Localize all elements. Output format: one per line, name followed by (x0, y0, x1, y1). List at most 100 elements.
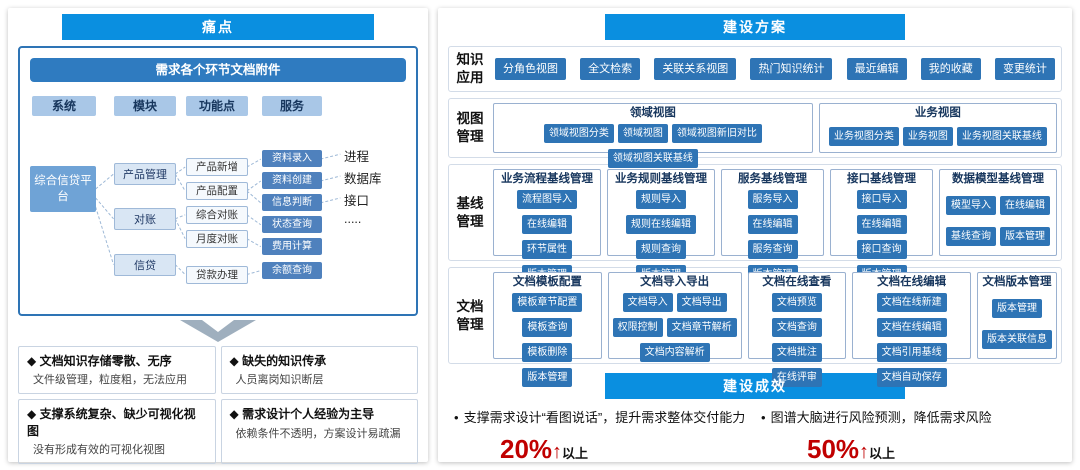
feature-button[interactable]: 文档引用基线 (876, 343, 947, 363)
feature-button[interactable]: 文档批注 (771, 343, 822, 363)
result-text: 支撑需求设计“看图说话”，提升需求整体交付能力 (463, 410, 746, 426)
group-title: 文档在线编辑 (877, 276, 947, 289)
pain-point-card: ◆ 支撑系统复杂、缺少可视化视图 没有形成有效的可视化视图 (18, 399, 216, 465)
feature-button[interactable]: 业务视图关联基线 (956, 127, 1047, 147)
feature-button[interactable]: 接口导入 (856, 190, 907, 210)
feature-button[interactable]: 业务视图分类 (828, 127, 899, 147)
pain-point-desc: 没有形成有效的可视化视图 (33, 443, 165, 456)
feature-button[interactable]: 领域视图关联基线 (607, 149, 698, 169)
feature-button[interactable]: 版本管理 (992, 299, 1042, 319)
feature-button[interactable]: 规则查询 (636, 240, 686, 260)
feature-button[interactable]: 模型导入 (946, 196, 996, 216)
feature-button[interactable]: 文档导入 (622, 293, 673, 313)
group-title: 文档在线查看 (762, 276, 832, 289)
row-baseline-management: 基线管理 业务流程基线管理 流程图导入在线编辑环节属性版本管理 业务规则基线管理… (448, 164, 1062, 285)
feature-button[interactable]: 业务视图 (902, 127, 953, 147)
feature-button[interactable]: 文档预览 (771, 293, 822, 313)
feature-button[interactable]: 模板章节配置 (512, 293, 583, 313)
result-item: •支撑需求设计“看图说话”，提升需求整体交付能力 20%↑以上 (448, 409, 755, 464)
pain-point-card: ◆ 缺失的知识传承 人员离岗知识断层 (220, 346, 418, 395)
feature-button[interactable]: 在线编辑 (522, 215, 572, 235)
feature-button[interactable]: 关联关系视图 (654, 57, 737, 81)
feature-button[interactable]: 版本关联信息 (982, 330, 1052, 350)
node-module-product: 产品管理 (114, 163, 176, 185)
knowledge-application-buttons: 分角色视图全文检索关联关系视图热门知识统计最近编辑我的收藏变更统计 (493, 51, 1057, 87)
column-header-service: 服务 (262, 96, 322, 116)
pain-points-header: 痛点 (62, 14, 374, 40)
down-arrow-icon (180, 320, 256, 342)
feature-button[interactable]: 版本管理 (522, 368, 573, 388)
feature-button[interactable]: 在线编辑 (1000, 196, 1050, 216)
feature-button[interactable]: 环节属性 (522, 240, 572, 260)
feature-button[interactable]: 文档自动保存 (876, 368, 947, 388)
node-service: 费用计算 (262, 238, 322, 255)
feature-button[interactable]: 分角色视图 (495, 57, 566, 81)
node-function: 产品新增 (186, 158, 248, 176)
group-title: 业务规则基线管理 (615, 173, 707, 186)
row-knowledge-application: 知识应用 分角色视图全文检索关联关系视图热门知识统计最近编辑我的收藏变更统计 (448, 46, 1062, 93)
pain-point-title: ◆ 文档知识存储零散、无序 (27, 354, 172, 368)
node-function: 月度对账 (186, 230, 248, 248)
group-title: 服务基线管理 (738, 173, 807, 186)
results-section: •支撑需求设计“看图说话”，提升需求整体交付能力 20%↑以上 •图谱大脑进行风… (448, 405, 1062, 464)
feature-button[interactable]: 热门知识统计 (750, 57, 833, 81)
node-service: 资料录入 (262, 150, 322, 167)
bullet-dot: • (454, 410, 459, 426)
feature-button[interactable]: 流程图导入 (517, 190, 577, 210)
feature-button[interactable]: 我的收藏 (920, 57, 981, 81)
feature-button[interactable]: 在线编辑 (856, 215, 907, 235)
group-doc-online-edit: 文档在线编辑 文档在线新建文档在线编辑文档引用基线文档自动保存 (852, 272, 971, 388)
result-text: 图谱大脑进行风险预测，降低需求风险 (770, 410, 992, 426)
feature-button[interactable]: 文档导出 (676, 293, 727, 313)
feature-button[interactable]: 版本管理 (1000, 227, 1050, 247)
result-item: •图谱大脑进行风险预测，降低需求风险 50%↑以上 (755, 409, 1062, 464)
row-view-management: 视图管理 领域视图 领域视图分类领域视图领域视图新旧对比领域视图关联基线 业务视… (448, 98, 1062, 169)
group-title: 业务流程基线管理 (501, 173, 593, 186)
node-service: 资料创建 (262, 172, 322, 189)
group-doc-version-mgmt: 文档版本管理 版本管理版本关联信息 (977, 272, 1057, 360)
feature-button[interactable]: 模板删除 (522, 343, 573, 363)
requirements-diagram: 需求各个环节文档附件 系统 模块 功能点 服务 综合信贷平台 产品管理 对账 信… (18, 46, 418, 316)
pain-points-panel: 痛点 需求各个环节文档附件 系统 模块 功能点 服务 综合信贷平台 产品管理 对… (8, 8, 428, 465)
node-service: 余额查询 (262, 262, 322, 279)
feature-button[interactable]: 全文检索 (580, 57, 641, 81)
node-function: 产品配置 (186, 182, 248, 200)
row-label-baseline-management: 基线管理 (456, 195, 484, 229)
feature-button[interactable]: 文档内容解析 (639, 343, 710, 363)
pain-point-card: ◆ 文档知识存储零散、无序 文件级管理，粒度粗，无法应用 (18, 346, 216, 395)
column-header-module: 模块 (114, 96, 176, 116)
feature-button[interactable]: 文档在线新建 (876, 293, 947, 313)
group-title: 数据模型基线管理 (952, 173, 1044, 186)
row-label-view-management: 视图管理 (456, 111, 484, 145)
metric-suffix: 以上 (562, 445, 589, 461)
feature-button[interactable]: 领域视图 (617, 124, 668, 144)
runtime-label-interface: 接口 (344, 194, 370, 208)
result-metric: 50%↑以上 (807, 434, 1056, 465)
pain-point-desc: 文件级管理，粒度粗，无法应用 (33, 374, 187, 387)
feature-button[interactable]: 文档查询 (771, 318, 822, 338)
group-title: 领域视图 (629, 107, 676, 120)
feature-button[interactable]: 权限控制 (612, 318, 663, 338)
row-document-management: 文档管理 文档模板配置 模板章节配置模板查询模板删除版本管理 文档导入导出 文档… (448, 267, 1062, 388)
node-service: 状态查询 (262, 216, 322, 233)
feature-button[interactable]: 在线编辑 (747, 215, 798, 235)
metric-value: 20% (500, 433, 553, 464)
feature-button[interactable]: 领域视图新旧对比 (671, 124, 762, 144)
feature-button[interactable]: 领域视图分类 (543, 124, 614, 144)
feature-button[interactable]: 规则导入 (636, 190, 686, 210)
up-arrow-icon: ↑ (552, 440, 563, 463)
feature-button[interactable]: 服务查询 (747, 240, 798, 260)
feature-button[interactable]: 模板查询 (522, 318, 573, 338)
solution-header: 建设方案 (605, 14, 905, 40)
feature-button[interactable]: 最近编辑 (846, 57, 907, 81)
feature-button[interactable]: 服务导入 (747, 190, 798, 210)
feature-button[interactable]: 变更统计 (994, 57, 1055, 81)
feature-button[interactable]: 基线查询 (946, 227, 996, 247)
runtime-label-process: 进程 (344, 150, 370, 164)
feature-button[interactable]: 文档在线编辑 (876, 318, 947, 338)
feature-button[interactable]: 规则在线编辑 (626, 215, 696, 235)
bullet-dot: • (761, 410, 766, 426)
feature-button[interactable]: 接口查询 (856, 240, 907, 260)
feature-button[interactable]: 文档章节解析 (666, 318, 737, 338)
column-header-function: 功能点 (186, 96, 248, 116)
